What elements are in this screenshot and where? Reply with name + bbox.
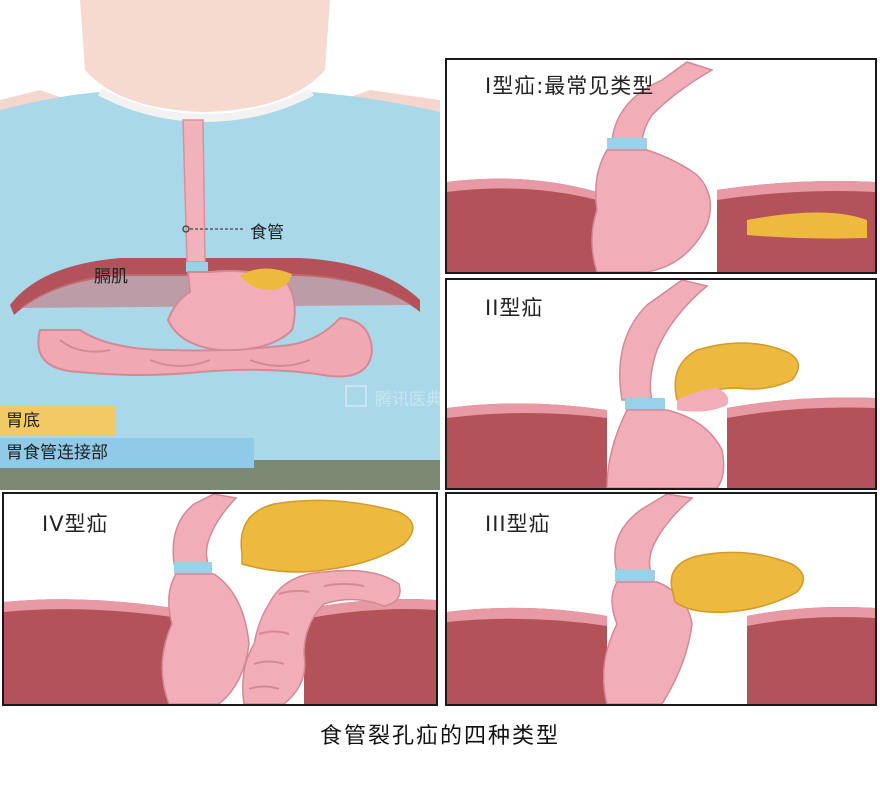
panel-type-2-title: II型疝	[485, 296, 544, 320]
type-2-illustration	[447, 280, 875, 488]
anatomy-figure	[0, 0, 440, 490]
legend-gej: 胃食管连接部	[0, 438, 254, 468]
legend-fundus: 胃底	[0, 406, 116, 436]
type-1-illustration	[447, 61, 875, 272]
panel-type-3-title: III型疝	[485, 512, 551, 536]
panel-type-3: III型疝	[445, 492, 877, 706]
watermark: 腾讯医典	[345, 385, 440, 410]
type-3-illustration	[447, 494, 875, 704]
overview-illustration: 食管 膈肌 胃底 胃食管连接部 腾讯医典	[0, 0, 440, 490]
panel-type-4: IV型疝	[2, 492, 438, 706]
diaphragm-label: 膈肌	[94, 267, 128, 287]
panel-type-1-title: I型疝:最常见类型	[485, 74, 655, 98]
panel-type-2: II型疝	[445, 278, 877, 490]
esophagus-label: 食管	[250, 223, 284, 243]
panel-type-1: I型疝:最常见类型	[445, 58, 877, 274]
watermark-logo-icon	[345, 385, 367, 407]
type-4-illustration	[4, 494, 436, 704]
figure-caption: 食管裂孔疝的四种类型	[319, 724, 560, 749]
panel-type-4-title: IV型疝	[42, 512, 109, 536]
